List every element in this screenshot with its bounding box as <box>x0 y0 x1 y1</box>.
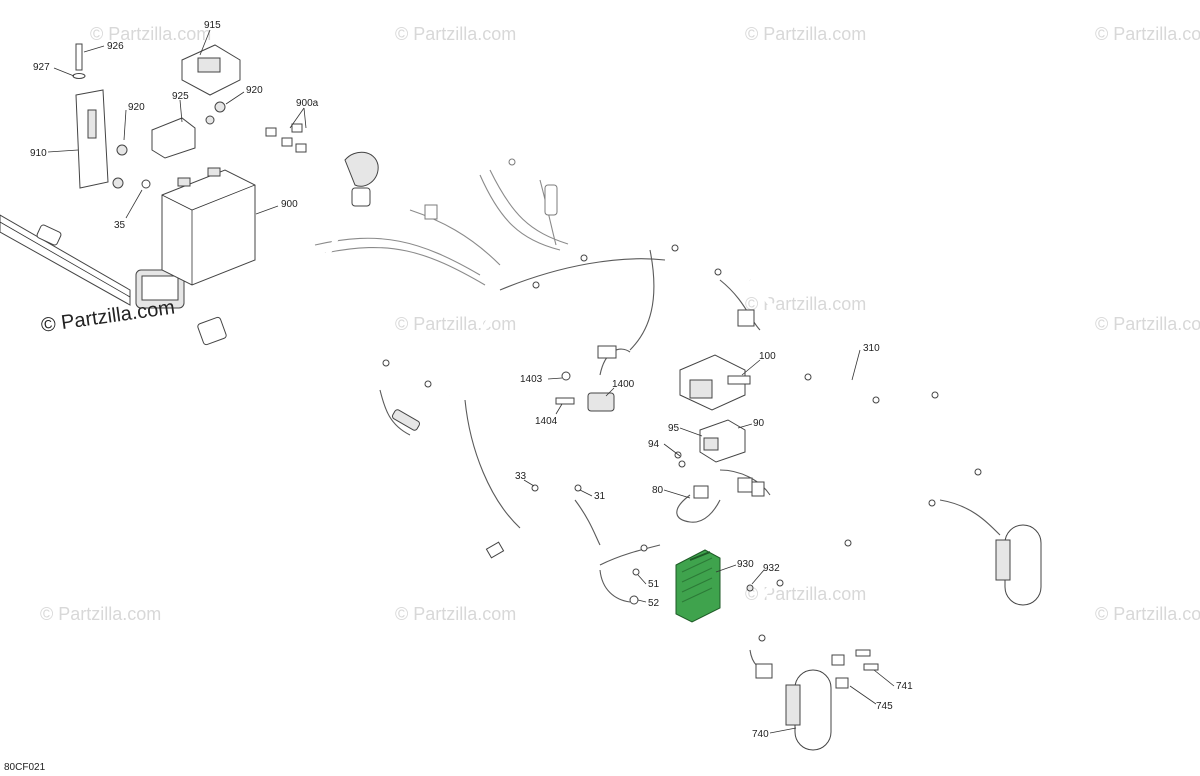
callout-900: 900 <box>281 199 298 210</box>
callout-1404: 1404 <box>535 416 558 427</box>
tail-lamp-right <box>995 524 1042 606</box>
tail-lamp-left <box>785 649 879 751</box>
module-100 <box>679 354 751 411</box>
callout-31: 31 <box>594 491 606 502</box>
callout-925: 925 <box>172 91 189 102</box>
callout-51: 51 <box>648 579 660 590</box>
callout-910: 910 <box>30 148 47 159</box>
callout-740: 740 <box>752 729 769 740</box>
watermarks: © Partzilla.com © Partzilla.com © Partzi… <box>40 24 1200 624</box>
callout-35: 35 <box>114 220 126 231</box>
sensor-1400 <box>555 345 631 412</box>
harness-80 <box>676 485 721 523</box>
watermark: © Partzilla.com <box>745 24 866 44</box>
watermark: © Partzilla.com <box>395 24 516 44</box>
callout-900a: 900a <box>296 98 319 109</box>
callout-920: 920 <box>246 85 263 96</box>
watermark: © Partzilla.com <box>395 604 516 624</box>
watermark: © Partzilla.com <box>1095 24 1200 44</box>
callout-926: 926 <box>107 41 124 52</box>
callout-95: 95 <box>668 423 680 434</box>
frame-tube <box>0 214 131 306</box>
callout-1403: 1403 <box>520 374 543 385</box>
callout-100: 100 <box>759 351 776 362</box>
callout-741: 741 <box>896 681 913 692</box>
small-fasteners <box>531 484 640 605</box>
callout-94: 94 <box>648 439 660 450</box>
battery-strap <box>72 43 151 189</box>
battery <box>161 167 256 286</box>
callout-80: 80 <box>652 485 664 496</box>
watermark: © Partzilla.com <box>1095 604 1200 624</box>
callout-90: 90 <box>753 418 765 429</box>
diagram-code: 80CF021 <box>4 762 46 773</box>
watermark: © Partzilla.com <box>1095 314 1200 334</box>
callout-52: 52 <box>648 598 660 609</box>
watermark: © Partzilla.com <box>90 24 211 44</box>
bracket <box>151 44 241 159</box>
rear-harness-outline <box>314 158 569 286</box>
callout-927: 927 <box>33 62 50 73</box>
callout-labels: 926 927 915 920 920 925 900a 910 35 900 … <box>30 20 913 740</box>
callout-745: 745 <box>876 701 893 712</box>
callout-920: 920 <box>128 102 145 113</box>
watermark: © Partzilla.com <box>745 584 866 604</box>
callout-310: 310 <box>863 343 880 354</box>
watermark: © Partzilla.com <box>395 314 516 334</box>
callout-930: 930 <box>737 559 754 570</box>
watermark-foreground: © Partzilla.com <box>40 296 177 337</box>
main-connector <box>135 151 379 346</box>
callout-932: 932 <box>763 563 780 574</box>
callout-1400: 1400 <box>612 379 635 390</box>
watermark: © Partzilla.com <box>40 604 161 624</box>
relay-assembly <box>674 419 771 497</box>
main-wiring-harness <box>174 169 1001 679</box>
highlighted-module-930 <box>675 549 754 623</box>
callout-915: 915 <box>204 20 221 31</box>
terminal-fasteners <box>265 123 307 153</box>
callout-33: 33 <box>515 471 527 482</box>
leader-lines <box>47 29 895 734</box>
